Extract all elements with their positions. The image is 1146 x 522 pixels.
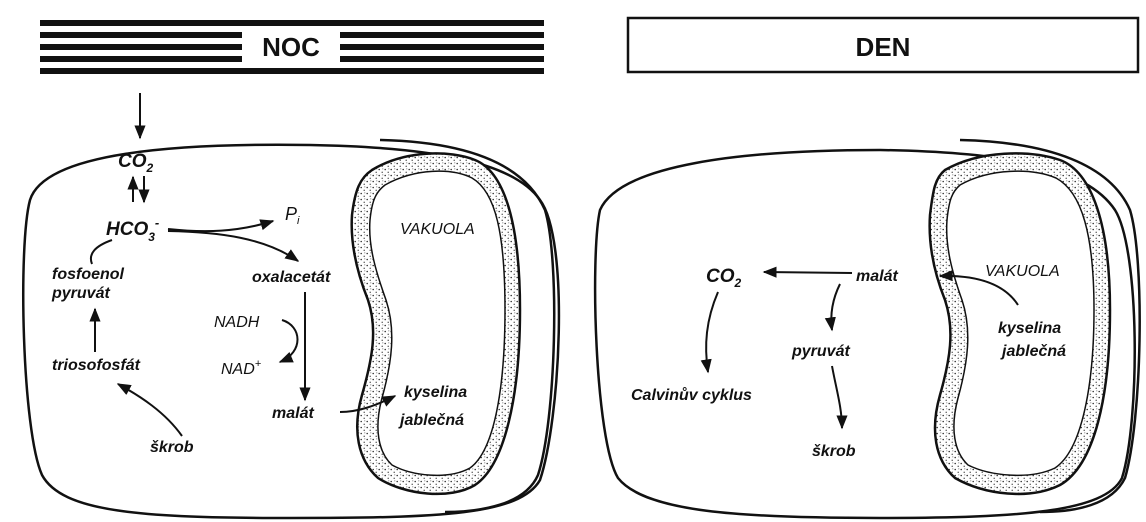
night-header-title: NOC	[262, 32, 320, 62]
day-co2-label: CO2	[706, 266, 742, 290]
day-jablecna-label: jablečná	[1000, 343, 1066, 360]
night-hco3-label: HCO3-	[106, 215, 159, 244]
night-jablecna-label: jablečná	[398, 412, 464, 429]
day-kyselina-label: kyselina	[998, 320, 1061, 337]
night-nadh-label: NADH	[214, 314, 260, 331]
night-fosfoenol-label: fosfoenol	[52, 266, 125, 283]
night-kyselina-label: kyselina	[404, 384, 467, 401]
night-pi-label: Pi	[285, 204, 300, 227]
night-panel: NOC VAKUOLA CO2 HCO3- Pi fosfoenol pyruv…	[23, 20, 559, 518]
day-header-title: DEN	[856, 32, 911, 62]
night-co2-label: CO2	[118, 151, 154, 175]
night-skrob-label: škrob	[150, 439, 194, 456]
night-vacuole-label: VAKUOLA	[400, 221, 475, 238]
day-vacuole-label: VAKUOLA	[985, 263, 1060, 280]
night-pyruvat-label: pyruvát	[51, 285, 110, 302]
day-panel: DEN VAKUOLA CO2 malát kyselina jablečná …	[595, 18, 1140, 518]
day-pyruvat-label: pyruvát	[791, 343, 850, 360]
night-oxalacetat-label: oxalacetát	[252, 269, 331, 286]
day-malat-label: malát	[856, 268, 898, 285]
night-nad-label: NAD+	[221, 358, 262, 378]
night-header-box: NOC	[40, 20, 544, 74]
night-triosofosfat-label: triosofosfát	[52, 357, 141, 374]
day-skrob-label: škrob	[812, 443, 856, 460]
day-calvin-label: Calvinův cyklus	[631, 387, 752, 404]
night-malat-label: malát	[272, 405, 314, 422]
